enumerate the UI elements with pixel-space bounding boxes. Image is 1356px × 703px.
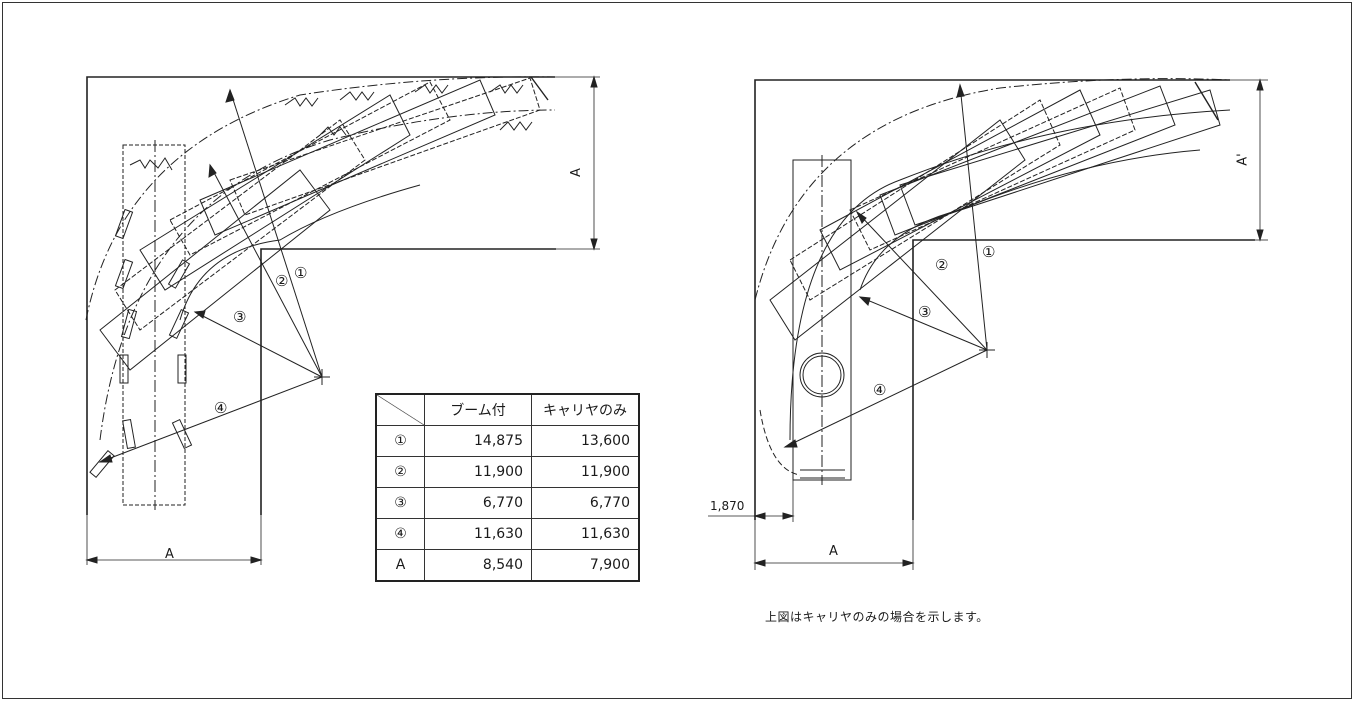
table-corner-cell (375, 393, 425, 426)
row-label: ③ (375, 487, 425, 519)
boom-value: 11,900 (424, 456, 532, 488)
boom-value: 11,630 (424, 518, 532, 550)
left-dimensions (85, 75, 600, 565)
carrier-value: 11,900 (531, 456, 640, 488)
table-row: ② 11,900 11,900 (375, 456, 640, 488)
row-label: ④ (375, 518, 425, 550)
row-label: ① (375, 425, 425, 457)
carrier-value: 7,900 (531, 549, 640, 582)
left-radius-lines (98, 88, 330, 463)
boom-value: 14,875 (424, 425, 532, 457)
table-row: ③ 6,770 6,770 (375, 487, 640, 519)
table-row: ① 14,875 13,600 (375, 425, 640, 457)
table-row: A 8,540 7,900 (375, 549, 640, 582)
boom-value: 6,770 (424, 487, 532, 519)
header-boom: ブーム付 (424, 393, 532, 426)
left-marker-3: ③ (233, 308, 247, 326)
left-vehicle-positions (89, 76, 549, 510)
right-offset-dim-label: 1,870 (710, 499, 745, 513)
left-marker-4: ④ (214, 399, 228, 417)
carrier-value: 11,630 (531, 518, 640, 550)
right-vehicle-positions (769, 81, 1221, 485)
left-marker-2: ② (275, 272, 289, 290)
row-label: ② (375, 456, 425, 488)
header-carrier: キャリヤのみ (531, 393, 640, 426)
diagram-note: 上図はキャリヤのみの場合を示します。 (765, 610, 989, 624)
table-header-row: ブーム付 キャリヤのみ (375, 393, 640, 426)
left-marker-1: ① (294, 264, 308, 282)
right-dimensions (708, 78, 1268, 570)
right-marker-3: ③ (918, 303, 932, 321)
right-marker-4: ④ (873, 381, 887, 399)
left-height-dim-label: A (568, 168, 584, 177)
dimension-table: ブーム付 キャリヤのみ ① 14,875 13,600 ② 11,900 11,… (375, 393, 640, 582)
row-label: A (375, 549, 425, 582)
carrier-value: 6,770 (531, 487, 640, 519)
table-row: ④ 11,630 11,630 (375, 518, 640, 550)
right-height-dim-label: A' (1235, 153, 1251, 166)
left-width-dim-label: A (165, 547, 174, 562)
carrier-value: 13,600 (531, 425, 640, 457)
right-width-dim-label: A (829, 544, 838, 559)
boom-value: 8,540 (424, 549, 532, 582)
right-radius-lines (783, 83, 995, 448)
right-marker-2: ② (935, 256, 949, 274)
right-marker-1: ① (982, 243, 996, 261)
right-corner-boundary (754, 78, 1255, 520)
